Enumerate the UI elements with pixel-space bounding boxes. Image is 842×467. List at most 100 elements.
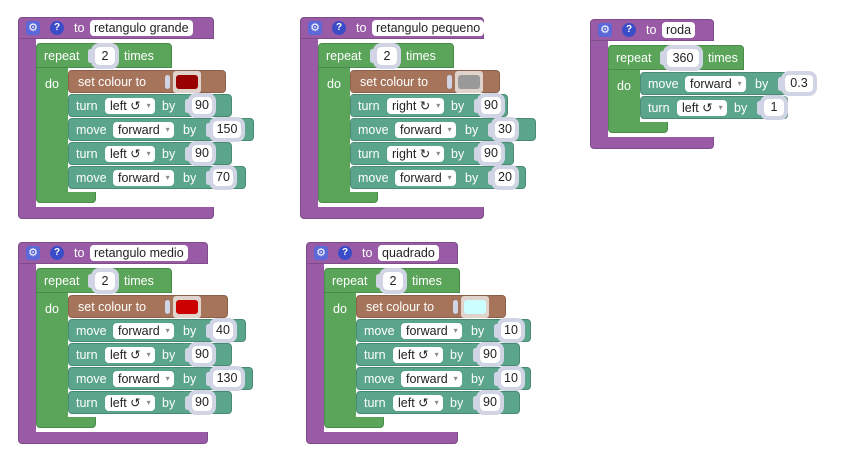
move-direction-dropdown[interactable]: forward▾ (401, 371, 462, 387)
chevron-down-icon: ▾ (146, 350, 151, 359)
procedure-name-field[interactable]: roda (662, 22, 696, 38)
turn-direction-dropdown[interactable]: left ↺▾ (105, 98, 155, 114)
procedure-name-field[interactable]: quadrado (378, 245, 439, 261)
help-icon[interactable]: ? (338, 246, 352, 260)
value-field[interactable]: 90 (188, 342, 216, 367)
repeat-footer (608, 122, 668, 133)
colour-swatch[interactable] (176, 75, 198, 89)
by-label: by (465, 171, 479, 185)
turn-label: turn (76, 348, 98, 362)
input-socket (185, 348, 190, 362)
value-field[interactable]: 1 (760, 95, 788, 120)
value-field[interactable]: 90 (188, 93, 216, 118)
repeat-count-field[interactable]: 2 (91, 43, 119, 69)
turn-direction-dropdown[interactable]: left ↺▾ (393, 347, 443, 363)
set-colour-block[interactable]: set colour to (356, 295, 506, 318)
gear-icon[interactable]: ⚙ (314, 246, 328, 260)
move-direction-dropdown[interactable]: forward▾ (113, 371, 174, 387)
value-field[interactable]: 90 (476, 342, 504, 367)
turn-direction-dropdown[interactable]: right ↻▾ (387, 146, 445, 162)
gear-icon[interactable]: ⚙ (598, 23, 612, 37)
help-icon[interactable]: ? (622, 23, 636, 37)
move-direction-dropdown[interactable]: forward▾ (685, 76, 746, 92)
move-direction-dropdown[interactable]: forward▾ (395, 122, 456, 138)
repeat-count-field[interactable]: 2 (91, 268, 119, 294)
colour-picker[interactable] (173, 296, 201, 318)
move-direction-dropdown[interactable]: forward▾ (113, 122, 174, 138)
set-colour-block[interactable]: set colour to (350, 70, 500, 93)
value-field[interactable]: 130 (209, 366, 245, 391)
move-direction-dropdown[interactable]: forward▾ (113, 323, 174, 339)
value-field[interactable]: 90 (188, 390, 216, 415)
input-socket (474, 147, 479, 161)
value-field[interactable]: 20 (491, 165, 519, 190)
value-field[interactable]: 70 (209, 165, 237, 190)
repeat-count-field[interactable]: 2 (373, 43, 401, 69)
gear-icon[interactable]: ⚙ (26, 246, 40, 260)
value-field[interactable]: 10 (497, 366, 525, 391)
colour-picker[interactable] (173, 71, 201, 93)
turn-direction-dropdown[interactable]: left ↺▾ (105, 395, 155, 411)
value-field[interactable]: 10 (497, 318, 525, 343)
dropdown-value: left ↺ (682, 101, 713, 115)
set-colour-block[interactable]: set colour to (68, 70, 226, 93)
input-socket (370, 49, 375, 63)
move-direction-dropdown[interactable]: forward▾ (395, 170, 456, 186)
input-socket (757, 101, 762, 115)
turn-direction-dropdown[interactable]: left ↺▾ (105, 347, 155, 363)
move-direction-dropdown[interactable]: forward▾ (401, 323, 462, 339)
colour-picker[interactable] (461, 296, 489, 318)
procedure-body (590, 41, 608, 137)
value-field[interactable]: 0.3 (781, 71, 817, 96)
gear-icon[interactable]: ⚙ (308, 21, 322, 35)
by-label: by (755, 77, 769, 91)
value-field[interactable]: 90 (477, 93, 505, 118)
colour-swatch[interactable] (458, 75, 480, 89)
turn-direction-dropdown[interactable]: right ↻▾ (387, 98, 445, 114)
colour-swatch[interactable] (176, 300, 198, 314)
value-field[interactable]: 150 (209, 117, 245, 142)
repeat-footer (36, 417, 96, 428)
procedure-name-field[interactable]: retangulo grande (90, 20, 193, 36)
value-field[interactable]: 90 (188, 141, 216, 166)
turn-direction-dropdown[interactable]: left ↺▾ (677, 100, 727, 116)
set-colour-block[interactable]: set colour to (68, 295, 228, 318)
chevron-down-icon: ▾ (165, 374, 170, 383)
value-field[interactable]: 90 (477, 141, 505, 166)
gear-icon[interactable]: ⚙ (26, 21, 40, 35)
help-icon[interactable]: ? (50, 21, 64, 35)
turn-direction-dropdown[interactable]: left ↺▾ (105, 146, 155, 162)
move-direction-dropdown[interactable]: forward▾ (113, 170, 174, 186)
help-icon[interactable]: ? (50, 246, 64, 260)
colour-swatch[interactable] (464, 300, 486, 314)
repeat-count-field[interactable]: 360 (663, 45, 703, 71)
colour-picker[interactable] (455, 71, 483, 93)
repeat-footer (324, 417, 384, 428)
help-icon[interactable]: ? (332, 21, 346, 35)
repeat-count-field[interactable]: 2 (379, 268, 407, 294)
procedure-name-field[interactable]: retangulo medio (90, 245, 188, 261)
turn-direction-dropdown[interactable]: left ↺▾ (393, 395, 443, 411)
value-field[interactable]: 90 (476, 390, 504, 415)
value-field[interactable]: 30 (491, 117, 519, 142)
procedure-name-field[interactable]: retangulo pequeno (372, 20, 485, 36)
value-field[interactable]: 40 (209, 318, 237, 343)
